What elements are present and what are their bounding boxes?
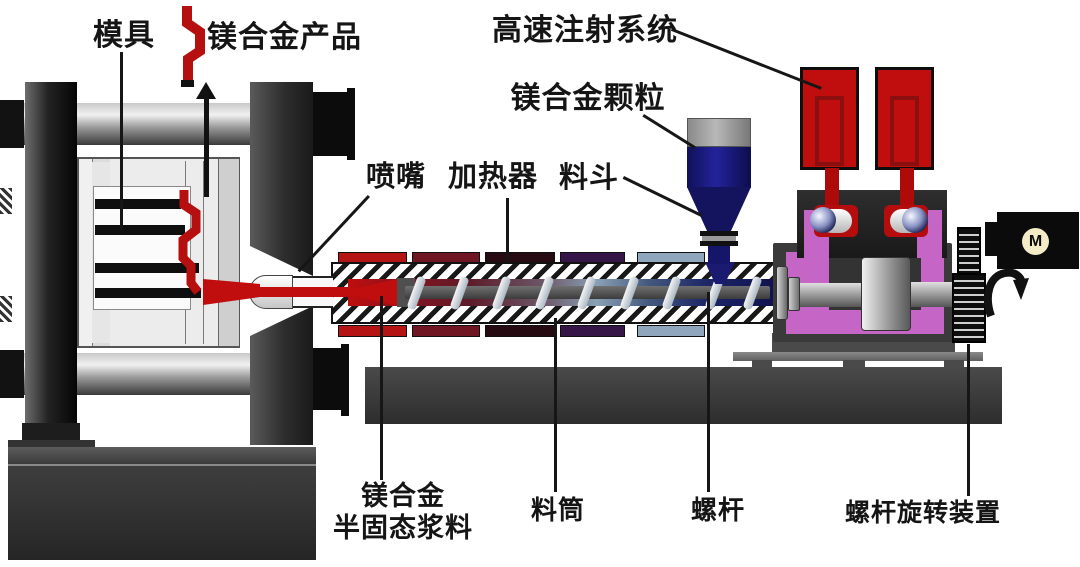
leader-heater: [506, 198, 509, 262]
label-screw: 螺杆: [690, 495, 746, 525]
melt-runner: [255, 287, 350, 297]
motor-badge: M: [1022, 228, 1049, 255]
leader-slurry: [380, 296, 383, 480]
drive-shaft: [800, 283, 864, 307]
label-nozzle: 喷嘴: [365, 161, 427, 193]
mold-parting-line: [203, 161, 204, 344]
leader-barrel: [554, 318, 557, 492]
mold-cooling-channel: [95, 199, 181, 209]
injection-cylinder-piston-guide: [890, 96, 919, 166]
injection-unit-bed: [365, 367, 1002, 424]
bearing-ball: [902, 207, 928, 233]
label-injection-system: 高速注射系统: [492, 14, 678, 47]
heater-band: [485, 325, 555, 337]
injection-cylinder: [875, 67, 934, 170]
eject-arrow-shaft: [204, 97, 209, 197]
motor-badge-letter: M: [1028, 232, 1043, 250]
platen-top-block: [313, 92, 347, 156]
platen-bottom-block: [313, 348, 341, 410]
heater-band: [637, 325, 705, 337]
leader-injection-system: [670, 28, 822, 90]
label-granules: 镁合金颗粒: [510, 82, 666, 115]
ground-hatch-mark-top: [0, 188, 12, 214]
label-heater: 加热器: [447, 161, 539, 193]
mold-cooling-channel: [95, 288, 201, 298]
ground-hatch-mark-bottom: [0, 296, 12, 322]
label-slurry-line1: 镁合金: [361, 481, 445, 511]
moving-platen-foot: [22, 423, 80, 443]
label-barrel: 料筒: [530, 495, 586, 525]
leader-screw: [707, 292, 710, 492]
label-product: 镁合金产品: [207, 21, 362, 54]
label-slurry-line2: 半固态浆料: [333, 513, 473, 543]
moving-platen-column: [25, 82, 77, 425]
hopper-flange-gap: [702, 236, 736, 241]
hopper-body: [687, 147, 751, 188]
label-screw-rotation: 螺杆旋转装置: [844, 499, 1002, 527]
molded-product: [178, 190, 260, 305]
piston-rod: [900, 168, 914, 214]
carriage-foot: [752, 360, 772, 368]
ejected-product: [181, 6, 205, 87]
label-hopper: 料斗: [558, 162, 620, 194]
hopper-tube: [708, 246, 730, 264]
motor-shaft-tab: [985, 222, 999, 256]
platen-top-block-bar: [347, 88, 355, 160]
heater-band: [560, 325, 625, 337]
mold-cooling-channel: [95, 263, 199, 273]
leader-screw-rotation: [967, 344, 970, 496]
injection-cylinder-piston-guide: [815, 96, 844, 166]
drive-shaft: [911, 282, 959, 307]
rotation-arrow-icon: [983, 268, 1029, 318]
clamp-base: [8, 464, 316, 560]
leader-mold: [120, 52, 123, 230]
clamp-base-top-rail: [8, 447, 316, 465]
carriage-foot: [843, 360, 865, 368]
bearing-ball: [810, 207, 836, 233]
mold-cooling-channel: [95, 225, 185, 235]
drive-gear: [952, 273, 986, 343]
shaft-collar: [788, 277, 800, 311]
platen-bottom-block-bar: [341, 344, 349, 416]
label-mold: 模具: [93, 19, 155, 52]
hopper-lid: [687, 118, 751, 147]
shaft-coupling: [861, 257, 911, 331]
tie-bar-top-cap: [0, 100, 24, 148]
shaft-flange: [776, 266, 788, 320]
hopper-flange: [700, 231, 738, 236]
drive-gear-top: [957, 227, 981, 275]
heater-band: [412, 325, 480, 337]
tie-bar-bottom-cap: [0, 350, 24, 398]
hopper-flange: [700, 241, 738, 246]
heater-band: [338, 325, 407, 337]
eject-arrow-head: [196, 82, 216, 99]
carriage-foot: [944, 360, 964, 368]
mold-ejector-plate: [79, 159, 93, 346]
moving-platen-foot-base: [8, 440, 95, 450]
hopper-funnel: [687, 187, 751, 232]
carriage-plate: [733, 352, 983, 361]
piston-rod: [825, 168, 839, 214]
